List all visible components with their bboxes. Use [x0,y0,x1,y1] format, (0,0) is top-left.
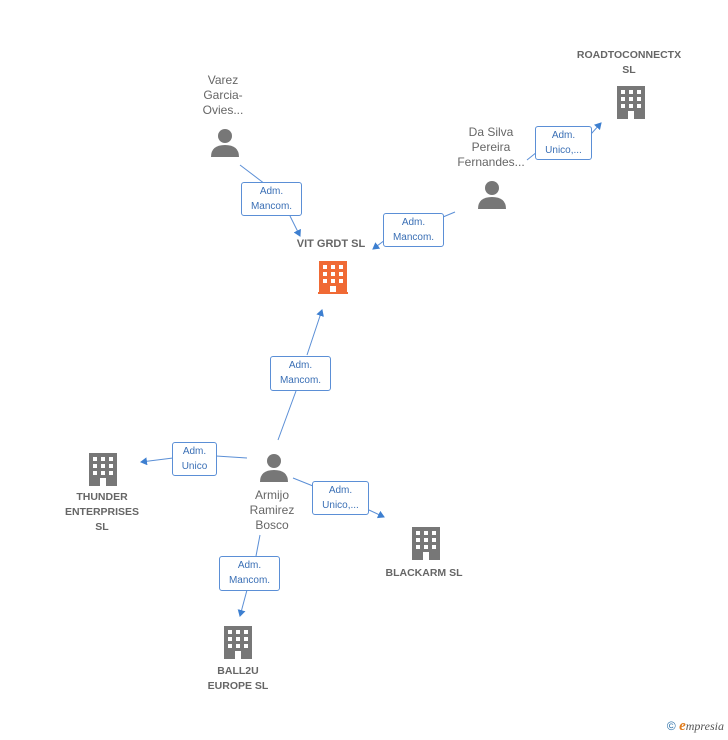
company-label-main[interactable]: VIT GRDT SL [296,238,366,250]
building-icon-roadtoconnect [617,86,645,119]
copyright-icon: © [666,719,676,733]
empresia-logo: empresia [679,718,724,734]
person-label-dasilva[interactable]: Da Silva Pereira Fernandes... [457,125,525,169]
person-label-varez[interactable]: Varez Garcia- Ovies... [202,73,244,117]
person-icon [211,129,239,157]
empresia-watermark: © empresia [667,718,724,735]
company-label-roadtoconnect[interactable]: ROADTOCONNECTX SL [576,49,682,76]
relation-box-dasilva-main[interactable]: Adm. Mancom. [383,213,444,247]
building-icon-blackarm [412,527,440,560]
relation-box-armijo-thunder[interactable]: Adm. Unico [172,442,217,476]
building-icon-main [318,261,348,294]
relation-box-armijo-main[interactable]: Adm. Mancom. [270,356,331,391]
edge-armijo-blackarm [292,477,384,517]
company-label-ball2u[interactable]: BALL2U EUROPE SL [207,665,269,692]
edge-armijo-ball2u [240,534,261,616]
company-label-blackarm[interactable]: BLACKARM SL [385,567,463,579]
relation-box-varez-main[interactable]: Adm. Mancom. [241,182,302,216]
building-icon-thunder [89,453,117,486]
person-label-armijo[interactable]: Armijo Ramirez Bosco [249,488,295,532]
edge-armijo-thunder [141,456,248,462]
relation-box-armijo-blackarm[interactable]: Adm. Unico,... [312,481,369,515]
company-label-thunder[interactable]: THUNDER ENTERPRISES SL [64,491,140,533]
relation-box-dasilva-roadto[interactable]: Adm. Unico,... [535,126,592,160]
building-icon-ball2u [224,626,252,659]
edge-armijo-main [277,310,322,441]
edge-varez-main [239,164,300,236]
person-icon [478,181,506,209]
relation-box-armijo-ball2u[interactable]: Adm. Mancom. [219,556,280,591]
person-icon [260,454,288,482]
